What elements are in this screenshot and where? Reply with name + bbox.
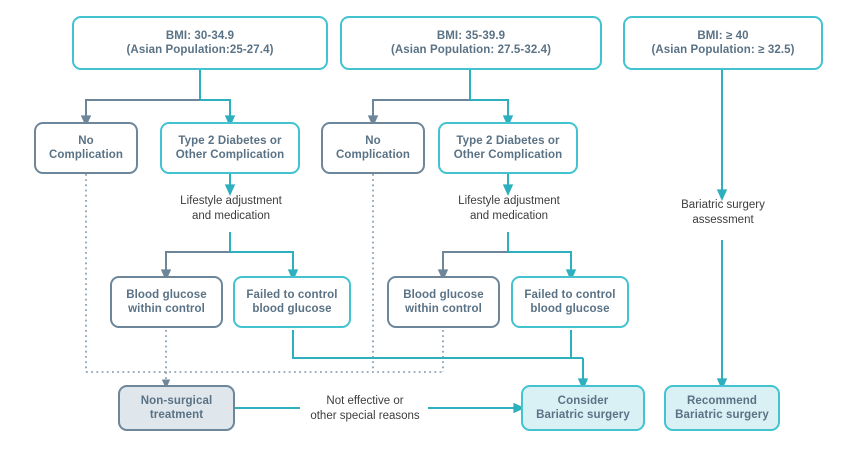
- no-complication-label-1: No Complication: [48, 134, 124, 161]
- node-consider-surgery[interactable]: Consider Bariatric surgery: [521, 385, 645, 431]
- node-non-surgical-treatment[interactable]: Non-surgical treatment: [118, 385, 235, 431]
- bmi-range-label-3: BMI: ≥ 40: [697, 29, 749, 42]
- no-complication-label-2: No Complication: [335, 134, 411, 161]
- transition-reason-text: Not effective or other special reasons: [310, 395, 420, 422]
- node-recommend-surgery[interactable]: Recommend Bariatric surgery: [664, 385, 780, 431]
- node-glucose-failed-2[interactable]: Failed to control blood glucose: [511, 276, 629, 328]
- recommend-surgery-label: Recommend Bariatric surgery: [675, 394, 769, 421]
- glucose-controlled-label-1: Blood glucose within control: [126, 288, 207, 315]
- glucose-failed-label-1: Failed to control blood glucose: [246, 288, 338, 315]
- lifestyle-text-1: Lifestyle adjustment and medication: [180, 195, 282, 222]
- glucose-controlled-label-2: Blood glucose within control: [403, 288, 484, 315]
- node-complication-2[interactable]: Type 2 Diabetes or Other Complication: [438, 122, 578, 174]
- bmi-range-label: BMI: 30-34.9: [165, 29, 235, 42]
- node-bmi-30-34[interactable]: BMI: 30-34.9 (Asian Population:25-27.4): [72, 16, 328, 70]
- consider-surgery-label: Consider Bariatric surgery: [536, 394, 630, 421]
- complication-label-1: Type 2 Diabetes or Other Complication: [175, 134, 285, 161]
- bmi-asian-label: (Asian Population:25-27.4): [126, 44, 274, 56]
- node-glucose-controlled-1[interactable]: Blood glucose within control: [110, 276, 223, 328]
- non-surgical-treatment-label: Non-surgical treatment: [140, 394, 213, 421]
- complication-label-2: Type 2 Diabetes or Other Complication: [453, 134, 563, 161]
- node-no-complication-2[interactable]: No Complication: [321, 122, 425, 174]
- lifestyle-text-2: Lifestyle adjustment and medication: [458, 195, 560, 222]
- node-glucose-controlled-2[interactable]: Blood glucose within control: [387, 276, 500, 328]
- glucose-failed-label-2: Failed to control blood glucose: [524, 288, 616, 315]
- bariatric-assessment-text: Bariatric surgery assessment: [681, 199, 765, 226]
- node-bmi-35-39[interactable]: BMI: 35-39.9 (Asian Population: 27.5-32.…: [340, 16, 602, 70]
- node-complication-1[interactable]: Type 2 Diabetes or Other Complication: [160, 122, 300, 174]
- node-bmi-40-plus[interactable]: BMI: ≥ 40 (Asian Population: ≥ 32.5): [623, 16, 823, 70]
- bmi-asian-label-3: (Asian Population: ≥ 32.5): [651, 44, 795, 56]
- bmi-asian-label-2: (Asian Population: 27.5-32.4): [390, 44, 552, 56]
- node-no-complication-1[interactable]: No Complication: [34, 122, 138, 174]
- bmi-range-label-2: BMI: 35-39.9: [436, 29, 506, 42]
- node-glucose-failed-1[interactable]: Failed to control blood glucose: [233, 276, 351, 328]
